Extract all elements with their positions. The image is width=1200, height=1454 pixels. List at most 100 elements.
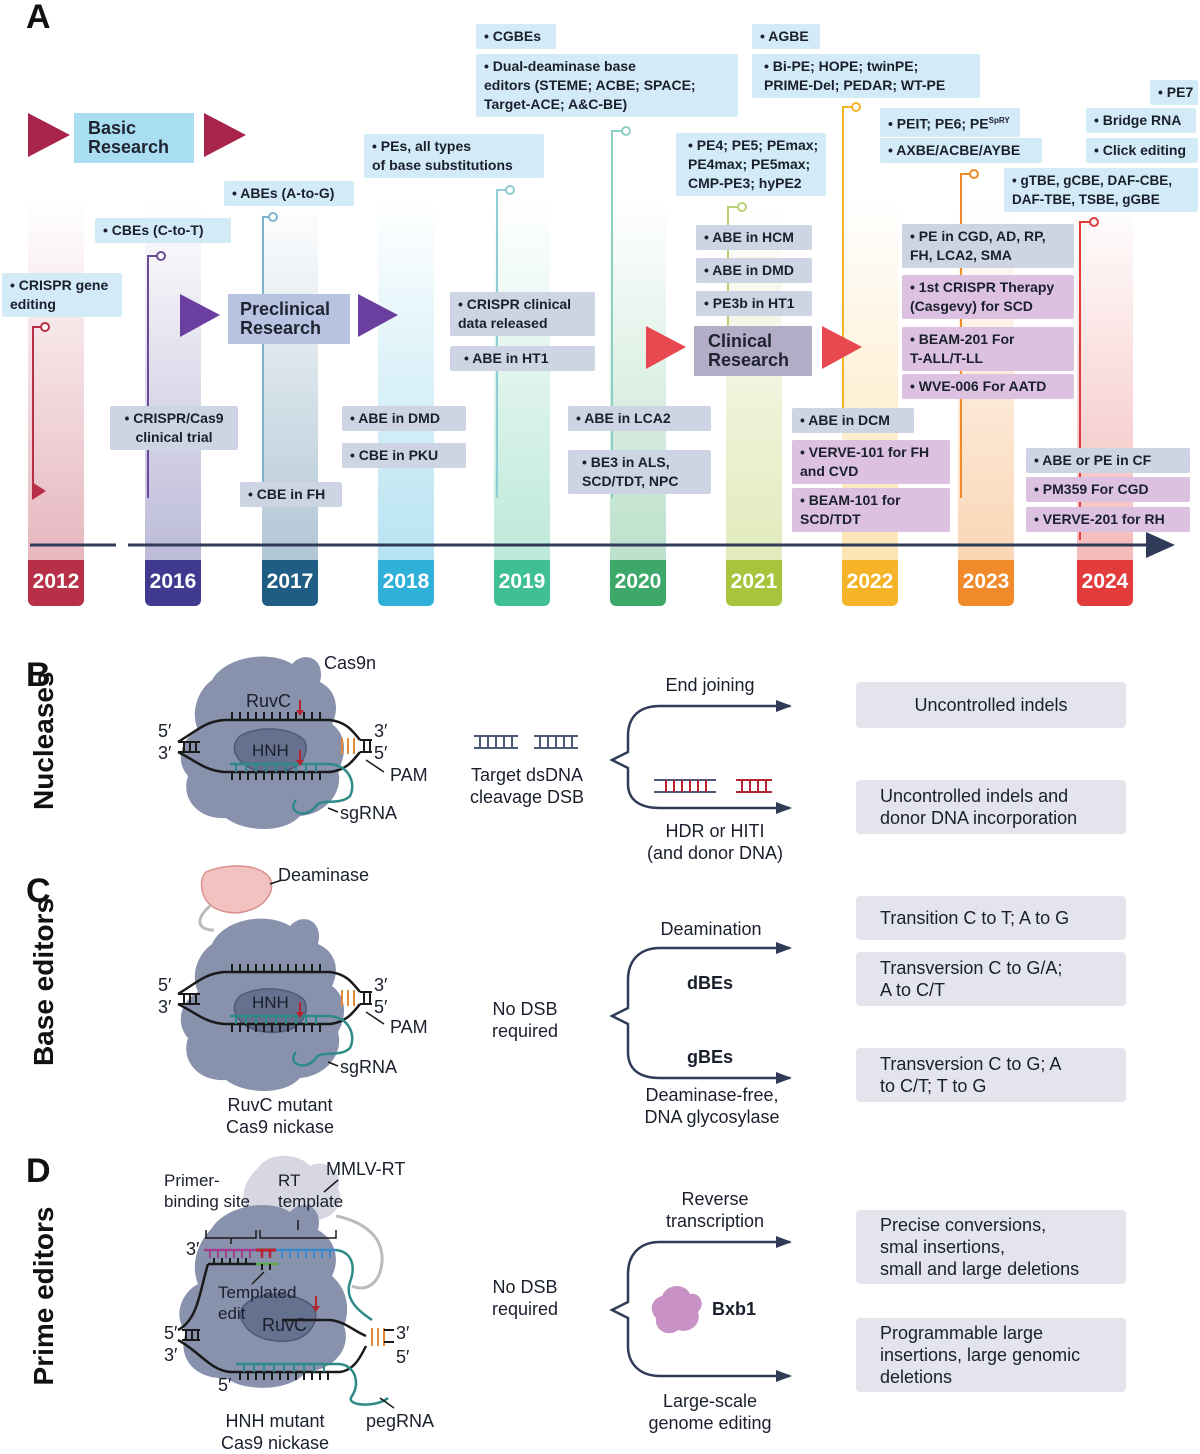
event-line: • PEs, all types bbox=[372, 138, 472, 154]
sgrna-label: sgRNA bbox=[340, 803, 398, 823]
label-line: Deaminase-free, bbox=[645, 1085, 779, 1105]
event-verve-201: • VERVE-201 for RH bbox=[1026, 507, 1190, 532]
ruvc-label: RuvC bbox=[262, 1315, 308, 1335]
outcome-line: deletions bbox=[880, 1367, 953, 1387]
event-bridge-rna: • Bridge RNA bbox=[1086, 108, 1196, 133]
label-line: (and donor DNA) bbox=[646, 843, 784, 863]
label-line: No DSB bbox=[492, 999, 558, 1019]
three-prime-bottom-label: 3′ bbox=[158, 743, 172, 763]
gbes-label: gBEs bbox=[686, 1047, 733, 1067]
event-line: • ABE in DMD bbox=[350, 410, 440, 426]
hnh-mutant-label: HNH mutant Cas9 nickase bbox=[200, 1410, 350, 1454]
panel-letter-b: B bbox=[26, 656, 51, 694]
phase-basic-research: Basic Research bbox=[74, 113, 194, 163]
label-line: binding site bbox=[164, 1192, 251, 1211]
event-line: • WVE-006 For AATD bbox=[910, 378, 1047, 394]
event-wve-006: • WVE-006 For AATD bbox=[902, 374, 1074, 399]
outcome-programmable-large: Programmable large insertions, large gen… bbox=[856, 1318, 1126, 1392]
event-beam-201: • BEAM-201 For T-ALL/T-LL bbox=[902, 327, 1074, 371]
event-line: • CRISPR gene bbox=[10, 277, 109, 293]
year-2021: 2021 bbox=[726, 560, 782, 606]
event-gtbe: • gTBE, gCBE, DAF-CBE, DAF-TBE, TSBE, gG… bbox=[1004, 168, 1198, 212]
label-line: RuvC mutant bbox=[227, 1095, 333, 1115]
event-casgevy: • 1st CRISPR Therapy (Casgevy) for SCD bbox=[902, 275, 1074, 319]
bxb1-label: Bxb1 bbox=[712, 1299, 757, 1319]
phase-line: Research bbox=[240, 318, 322, 338]
rt-template-label: RT template bbox=[278, 1170, 343, 1212]
event-line: • CBE in FH bbox=[248, 486, 326, 502]
cleavage-label: Target dsDNA cleavage DSB bbox=[460, 764, 594, 808]
label-line: edit bbox=[218, 1304, 246, 1323]
panel-letter-a: A bbox=[26, 0, 51, 36]
event-line: clinical trial bbox=[135, 429, 213, 445]
year-2023: 2023 bbox=[958, 560, 1014, 606]
year-2020: 2020 bbox=[610, 560, 666, 606]
end-joining-label: End joining bbox=[665, 675, 755, 695]
event-pe-in-cgd: • PE in CGD, AD, RP, FH, LCA2, SMA bbox=[902, 224, 1074, 268]
event-line: • AXBE/ACBE/AYBE bbox=[888, 142, 1021, 158]
event-line: Target-ACE; A&C-BE) bbox=[484, 96, 628, 112]
branch-brace-c bbox=[609, 946, 790, 1080]
ruvc-mutant-label: RuvC mutant Cas9 nickase bbox=[200, 1094, 360, 1138]
event-line: SCD/TDT, NPC bbox=[582, 473, 679, 489]
event-line: • Dual-deaminase base bbox=[484, 58, 636, 74]
phase-line: Clinical bbox=[708, 331, 773, 351]
event-axbe: • AXBE/ACBE/AYBE bbox=[880, 138, 1042, 163]
large-scale-label: Large-scale genome editing bbox=[630, 1390, 790, 1434]
pe-spry-superscript: SpRY bbox=[988, 116, 1010, 125]
three-prime-right-label: 3′ bbox=[396, 1323, 410, 1343]
event-line: • CBEs (C-to-T) bbox=[103, 222, 204, 238]
label-line: genome editing bbox=[648, 1413, 772, 1433]
event-line: • PE7 bbox=[1158, 84, 1194, 100]
event-verve-101: • VERVE-101 for FH and CVD bbox=[792, 440, 950, 484]
event-line: • CRISPR/Cas9 bbox=[124, 410, 224, 426]
event-cgbes: • CGBEs bbox=[476, 24, 556, 49]
event-line: data released bbox=[458, 315, 548, 331]
event-abe-or-pe-in-cf: • ABE or PE in CF bbox=[1026, 448, 1190, 473]
event-line: • Bridge RNA bbox=[1094, 112, 1182, 128]
year-2016: 2016 bbox=[145, 560, 201, 606]
event-line: • PM359 For CGD bbox=[1034, 481, 1149, 497]
event-abes: • ABEs (A-to-G) bbox=[224, 181, 354, 206]
outcome-line: to C/T; T to G bbox=[880, 1076, 987, 1096]
event-line: editors (STEME; ACBE; SPACE; bbox=[484, 77, 696, 93]
event-abe-in-lca2: • ABE in LCA2 bbox=[568, 406, 711, 431]
event-line: • Bi-PE; HOPE; twinPE; bbox=[764, 58, 919, 74]
outcome-precise-conversions: Precise conversions, smal insertions, sm… bbox=[856, 1210, 1126, 1284]
five-prime-top-label: 5′ bbox=[158, 975, 172, 995]
outcome-line: Transversion C to G; A bbox=[880, 1054, 1062, 1074]
panel-letter-c: C bbox=[26, 872, 51, 910]
event-line: • BEAM-101 for bbox=[800, 492, 901, 508]
event-bi-pe: • Bi-PE; HOPE; twinPE; PRIME-Del; PEDAR;… bbox=[752, 54, 980, 98]
three-prime-top-label: 3′ bbox=[374, 975, 388, 995]
event-line: • CRISPR clinical bbox=[458, 296, 572, 312]
outcome-line: Precise conversions, bbox=[880, 1215, 1047, 1235]
branch-brace-d bbox=[609, 1240, 790, 1378]
five-prime-left-label: 5′ bbox=[164, 1323, 178, 1343]
event-line: • ABE or PE in CF bbox=[1034, 452, 1152, 468]
event-line: • ABE in HT1 bbox=[464, 350, 549, 366]
cas9n-label: Cas9n bbox=[324, 653, 377, 673]
label-line: transcription bbox=[665, 1211, 765, 1231]
label-line: Target dsDNA bbox=[470, 765, 584, 785]
event-agbe: • AGBE bbox=[752, 24, 820, 49]
outcome-line: Uncontrolled indels and bbox=[880, 786, 1069, 806]
event-line: • gTBE, gCBE, DAF-CBE, bbox=[1012, 173, 1172, 188]
base-editor-protein bbox=[177, 865, 385, 1091]
event-click-editing: • Click editing bbox=[1086, 138, 1198, 163]
label-line: Cas9 nickase bbox=[225, 1117, 335, 1137]
prime-editor-protein bbox=[177, 1155, 395, 1409]
label-line: template bbox=[278, 1192, 344, 1211]
event-peit-pe6: • PEIT; PE6; PESpRY bbox=[880, 108, 1020, 137]
outcome-line: Transversion C to G/A; bbox=[880, 958, 1063, 978]
event-pes: • PEs, all types of base substitutions bbox=[364, 134, 544, 178]
cleaved-dna-icon bbox=[474, 735, 578, 749]
cas9n-protein bbox=[177, 656, 385, 829]
three-prime-left-label: 3′ bbox=[164, 1345, 178, 1365]
event-line: • PE4; PE5; PEmax; bbox=[688, 137, 819, 153]
event-line: CMP-PE3; hyPE2 bbox=[688, 175, 802, 191]
outcome-transversion-2: Transversion C to G; A to C/T; T to G bbox=[856, 1048, 1126, 1102]
event-beam-101: • BEAM-101 for SCD/TDT bbox=[792, 488, 950, 532]
event-line: • PE3b in HT1 bbox=[704, 295, 795, 311]
